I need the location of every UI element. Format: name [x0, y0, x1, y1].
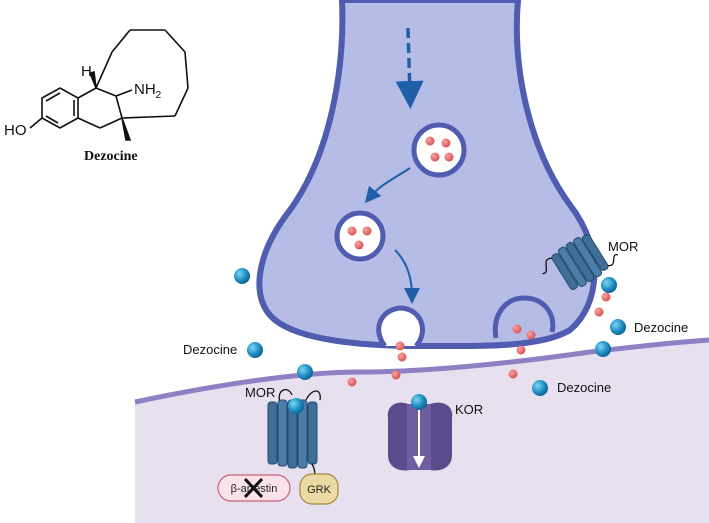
dezocine-left-label: Dezocine [183, 342, 237, 357]
grk-label: GRK [307, 484, 332, 496]
neurotransmitter [594, 307, 604, 317]
neurotransmitter [347, 226, 357, 236]
compound-name-label: Dezocine [84, 149, 138, 164]
neurotransmitter [425, 136, 435, 146]
neurotransmitter [395, 341, 405, 351]
neurotransmitter [601, 292, 611, 302]
neurotransmitter [526, 330, 536, 340]
neurotransmitter [512, 324, 522, 334]
neurotransmitter [441, 138, 451, 148]
dezocine-right-upper-label: Dezocine [634, 320, 688, 335]
neurotransmitter [508, 369, 518, 379]
mor-presynaptic-receptor [542, 234, 619, 290]
mor-postsynaptic-receptor [267, 389, 321, 483]
transport-arrows [364, 27, 424, 304]
dezocine-molecule [595, 341, 611, 357]
structure-NH2-label: NH2 [134, 81, 162, 101]
dezocine-molecule [288, 398, 304, 414]
dezocine-structure [29, 29, 189, 141]
neurotransmitter [362, 226, 372, 236]
dezocine-molecule [601, 277, 617, 293]
fusing-vesicle-right [492, 295, 556, 339]
grk-protein: GRK [299, 473, 339, 505]
released-neurotransmitters [347, 292, 611, 387]
dezocine-molecule [247, 342, 263, 358]
fusing-vesicle-left [376, 305, 426, 348]
dezocine-ligands [234, 268, 626, 414]
neurotransmitter [430, 152, 440, 162]
structure-H-label: H [81, 63, 92, 80]
vesicle-1 [411, 122, 467, 178]
dezocine-molecule [610, 319, 626, 335]
structure-HO-label: HO [4, 122, 27, 139]
neurotransmitter [516, 345, 526, 355]
neurotransmitter [347, 377, 357, 387]
neurotransmitter [391, 370, 401, 380]
dezocine-molecule [411, 394, 427, 410]
kor-receptor [387, 402, 453, 471]
dezocine-right-lower-label: Dezocine [557, 380, 611, 395]
dezocine-molecule [532, 380, 548, 396]
neurotransmitter [444, 152, 454, 162]
arrow-curve-2 [394, 249, 420, 304]
neurotransmitter [397, 352, 407, 362]
mor-postsynaptic-label: MOR [245, 385, 275, 400]
arrow-down [395, 27, 424, 109]
dezocine-structure-labels: H NH2 HO Dezocine [4, 63, 162, 164]
blocked-cross-icon [243, 477, 264, 499]
beta-arrestin-protein: β-arrestin [217, 474, 291, 502]
arrow-curve-1 [364, 167, 411, 204]
neurotransmitter [354, 240, 364, 250]
kor-label: KOR [455, 402, 483, 417]
mor-presynaptic-label: MOR [608, 239, 638, 254]
vesicle-2 [334, 210, 386, 262]
dezocine-molecule [297, 364, 313, 380]
dezocine-molecule [234, 268, 250, 284]
